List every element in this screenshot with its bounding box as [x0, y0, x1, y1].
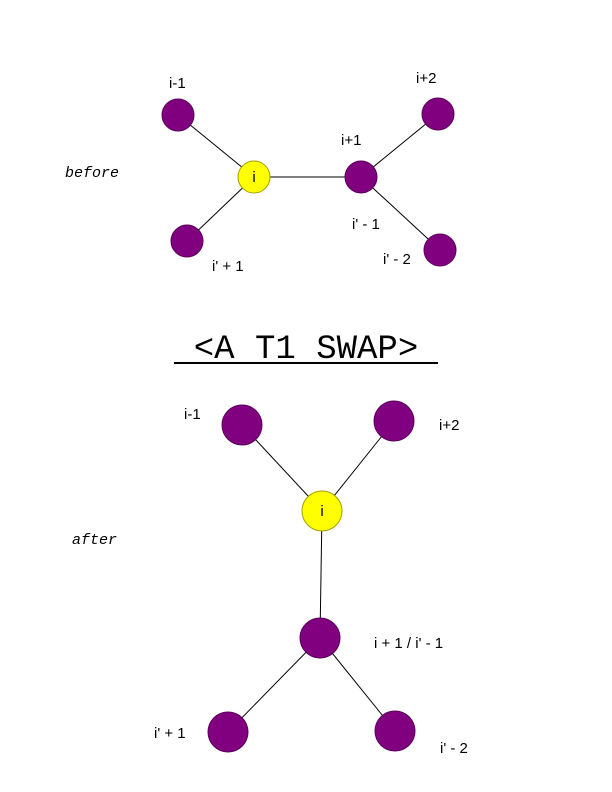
node-i-plus-2	[421, 97, 455, 131]
node-i-prime-minus-2	[374, 710, 416, 752]
label-i-prime-minus-1: i' - 1	[352, 216, 380, 233]
node-i-prime-plus-1	[207, 711, 249, 753]
caption-before: before	[65, 165, 119, 182]
node-i-prime-plus-1	[170, 224, 204, 258]
edge-i-plus-1-to-i-plus-2	[360, 113, 439, 178]
label-i-plus-2: i+2	[416, 70, 436, 87]
label-i-prime-plus-1: i' + 1	[212, 258, 244, 275]
label-i-prime-minus-2: i' - 2	[440, 740, 468, 757]
node-i-minus-1	[221, 404, 263, 446]
node-i-plus-2	[373, 400, 415, 442]
label-i-plus-2: i+2	[439, 417, 459, 434]
label-i-minus-1: i-1	[184, 406, 201, 423]
edge-i-plus-1-to-i-prime-minus-2	[360, 176, 441, 251]
node-i-prime-minus-2	[423, 233, 457, 267]
node-merged	[299, 617, 341, 659]
label-i-prime-minus-2: i' - 2	[383, 251, 411, 268]
node-i-plus-1	[344, 160, 378, 194]
label-i-plus-1: i+1	[341, 132, 361, 149]
before-graph: i i-1 i+2 i+1 i' - 1 i' - 2 i' + 1	[161, 70, 457, 275]
caption-after: after	[72, 532, 117, 549]
edge-i-to-merged	[319, 510, 323, 639]
after-graph: i i-1 i+2 i + 1 / i' - 1 i' + 1 i' - 2	[154, 400, 468, 757]
label-merged: i + 1 / i' - 1	[374, 635, 443, 652]
node-i-center	[237, 160, 271, 194]
edge-merged-to-i-prime-plus-1	[227, 637, 321, 733]
label-i-minus-1: i-1	[169, 75, 186, 92]
label-i-prime-plus-1: i' + 1	[154, 725, 186, 742]
node-i-center	[301, 490, 343, 532]
center-label: i	[320, 503, 323, 520]
node-i-minus-1	[161, 98, 195, 132]
center-label: i	[252, 169, 255, 186]
